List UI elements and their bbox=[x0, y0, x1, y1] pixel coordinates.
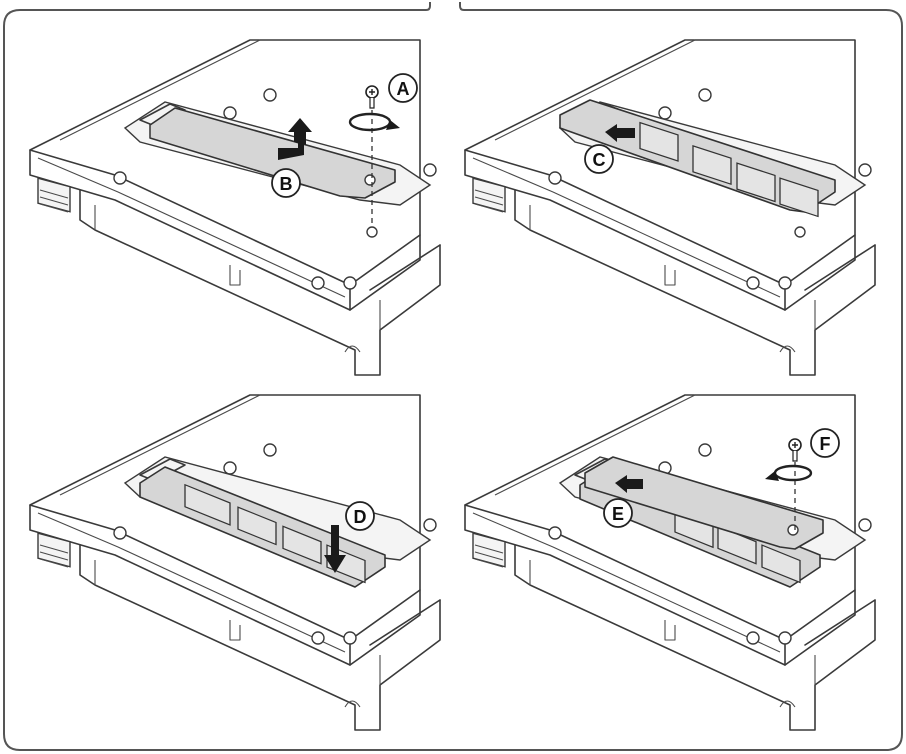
heatsink-plate bbox=[584, 456, 824, 550]
lift-arrow-icon bbox=[278, 118, 312, 160]
panel-step-4: E F bbox=[464, 394, 876, 731]
svg-text:D: D bbox=[354, 507, 367, 527]
callout-a: A bbox=[388, 73, 418, 103]
svg-text:E: E bbox=[612, 504, 624, 524]
slide-arrow-icon bbox=[615, 475, 643, 493]
press-arrow-icon bbox=[324, 525, 346, 573]
figure-frame bbox=[3, 2, 903, 751]
panel-step-2: C bbox=[464, 39, 876, 376]
rotate-arrow-icon bbox=[765, 464, 813, 482]
callout-f: F bbox=[810, 428, 840, 458]
screw-icon bbox=[788, 438, 802, 462]
svg-text:F: F bbox=[820, 434, 831, 454]
callout-c: C bbox=[584, 144, 614, 174]
svg-text:A: A bbox=[397, 79, 410, 99]
insert-arrow-icon bbox=[605, 124, 635, 142]
ssd-module bbox=[149, 107, 396, 199]
panel-step-1: A B bbox=[29, 39, 441, 376]
panel-step-3: D bbox=[29, 394, 441, 731]
callout-d: D bbox=[345, 501, 375, 531]
svg-text:C: C bbox=[593, 150, 606, 170]
rotate-arrow-icon bbox=[348, 112, 400, 132]
svg-text:B: B bbox=[280, 174, 293, 194]
callout-b: B bbox=[271, 168, 301, 198]
callout-e: E bbox=[603, 498, 633, 528]
screw-icon bbox=[365, 85, 379, 109]
